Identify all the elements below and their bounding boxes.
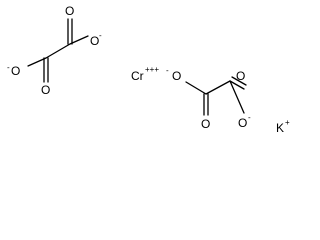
chromium-atom: Cr bbox=[131, 69, 144, 83]
c-o-single-bond bbox=[27, 57, 47, 67]
charge-label: + bbox=[285, 118, 290, 127]
oxalate-1: O O - O - O bbox=[7, 4, 102, 97]
c-o-single-bond bbox=[185, 81, 207, 95]
potassium-ion: K + bbox=[276, 118, 290, 135]
charge-label: - bbox=[7, 63, 10, 72]
oxygen-atom: O bbox=[11, 64, 20, 78]
charge-label: - bbox=[99, 31, 102, 40]
c-o-double-bond-line-a bbox=[229, 80, 245, 90]
oxygen-atom: O bbox=[172, 69, 181, 83]
oxygen-atom: O bbox=[201, 117, 210, 131]
oxygen-atom: O bbox=[236, 69, 245, 83]
charge-label: +++ bbox=[145, 65, 159, 74]
oxygen-atom: O bbox=[41, 83, 50, 97]
potassium-atom: K bbox=[276, 121, 284, 135]
c-o-double-bond-line-b bbox=[231, 76, 247, 86]
c-c-bond bbox=[45, 43, 71, 59]
c-o-single-bond bbox=[69, 35, 89, 45]
oxygen-atom: O bbox=[238, 116, 247, 130]
chromium-ion: Cr +++ bbox=[131, 65, 159, 83]
charge-label: - bbox=[166, 66, 169, 75]
charge-label: - bbox=[248, 113, 251, 122]
c-c-bond bbox=[205, 80, 231, 95]
oxygen-atom: O bbox=[65, 4, 74, 18]
c-o-single-bond bbox=[229, 80, 245, 114]
oxalate-2: O - O O O - bbox=[166, 66, 251, 131]
oxygen-atom: O bbox=[90, 34, 99, 48]
structure-svg: O O - O - O Cr +++ O - O O O - K + bbox=[7, 4, 290, 135]
chemical-structure-diagram: O O - O - O Cr +++ O - O O O - K + bbox=[7, 4, 290, 135]
